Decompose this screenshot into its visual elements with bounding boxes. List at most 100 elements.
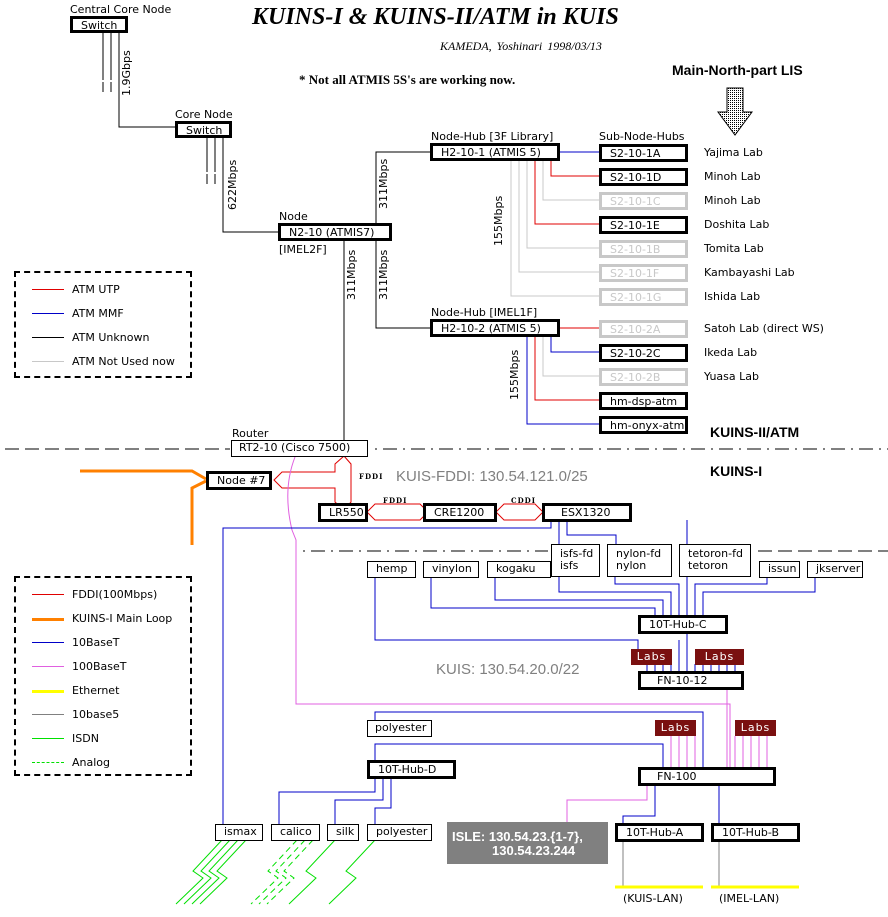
esx1320[interactable]: ESX1320 bbox=[542, 503, 632, 522]
legend-label: ATM UTP bbox=[72, 283, 120, 296]
node-n2-10[interactable]: N2-10 (ATMIS7) bbox=[278, 223, 392, 241]
sub-node-hub[interactable]: S2-10-1E bbox=[599, 216, 688, 234]
link-1c bbox=[542, 160, 599, 201]
lr550[interactable]: LR550 bbox=[318, 503, 368, 522]
hub1-caption: Node-Hub [3F Library] bbox=[431, 130, 554, 143]
link-isle bbox=[566, 784, 648, 822]
host-vinylon[interactable]: vinylon bbox=[423, 561, 479, 578]
hub-10t-a[interactable]: 10T-Hub-A bbox=[615, 823, 704, 842]
link-kogaku bbox=[494, 577, 664, 616]
imel-lan-label: (IMEL-LAN) bbox=[719, 892, 780, 905]
central-core-switch[interactable]: Switch bbox=[70, 16, 128, 33]
speed-155mbps-hub1: 155Mbps bbox=[492, 195, 505, 246]
hub2-caption: Node-Hub [IMEL1F] bbox=[431, 306, 538, 319]
host-polyester-top[interactable]: polyester bbox=[367, 720, 432, 737]
hub-h2-10-1[interactable]: H2-10-1 (ATMIS 5) bbox=[430, 143, 560, 161]
host-silk[interactable]: silk bbox=[327, 824, 359, 841]
kuis-fddi-net: KUIS-FDDI: 130.54.121.0/25 bbox=[396, 468, 588, 485]
labs-badge: Labs bbox=[695, 649, 744, 665]
hub-h2-10-2[interactable]: H2-10-2 (ATMIS 5) bbox=[430, 319, 560, 337]
host-issun[interactable]: issun bbox=[759, 561, 800, 578]
sub-node-hub[interactable]: S2-10-1C bbox=[599, 192, 688, 210]
legend-label: Analog bbox=[72, 756, 111, 769]
sub-node-hub[interactable]: S2-10-1B bbox=[599, 240, 688, 258]
sub-node-hub[interactable]: S2-10-2A bbox=[599, 320, 688, 338]
link-hemp bbox=[374, 577, 639, 656]
speed-311mbps-router: 311Mbps bbox=[345, 249, 358, 300]
router-caption: Router bbox=[232, 427, 269, 440]
core-node-caption: Core Node bbox=[175, 108, 233, 121]
host-kogaku[interactable]: kogaku bbox=[487, 561, 551, 578]
legend-label: ATM Unknown bbox=[72, 331, 150, 344]
lab-name: Yajima Lab bbox=[704, 146, 763, 159]
isdn-lines bbox=[175, 839, 376, 905]
link-hubd-fn100 bbox=[374, 743, 664, 768]
sub-node-hub[interactable]: S2-10-2C bbox=[599, 344, 688, 362]
link-polyester-bottom bbox=[374, 777, 392, 824]
lab-name: Minoh Lab bbox=[704, 194, 761, 207]
legend-swatch bbox=[32, 337, 64, 338]
hub-10t-b[interactable]: 10T-Hub-B bbox=[711, 823, 800, 842]
link-polyester-top bbox=[374, 711, 704, 768]
hub-10t-d[interactable]: 10T-Hub-D bbox=[367, 760, 456, 779]
lab-name: Ishida Lab bbox=[704, 290, 761, 303]
sub-node-hub[interactable]: S2-10-1F bbox=[599, 264, 688, 282]
sub-node-hub[interactable]: S2-10-2B bbox=[599, 368, 688, 386]
link-huba bbox=[622, 784, 656, 824]
host-jkserver[interactable]: jkserver bbox=[807, 561, 863, 578]
fn-100[interactable]: FN-100 bbox=[638, 767, 776, 786]
legend-swatch bbox=[32, 690, 64, 693]
legend-label: ISDN bbox=[72, 732, 99, 745]
lab-name: Tomita Lab bbox=[704, 242, 764, 255]
host-hemp[interactable]: hemp bbox=[367, 561, 416, 578]
labs-badge: Labs bbox=[735, 720, 776, 736]
node-7[interactable]: Node #7 bbox=[206, 471, 272, 490]
fddi-tag: FDDI bbox=[359, 472, 384, 481]
node-location: [IMEL2F] bbox=[279, 243, 327, 256]
link-silk bbox=[334, 777, 384, 824]
main-loop bbox=[190, 479, 207, 545]
legend-swatch bbox=[32, 762, 64, 763]
link-calico bbox=[278, 777, 376, 824]
sub-node-hub[interactable]: hm-onyx-atm bbox=[599, 416, 688, 434]
host-calico[interactable]: calico bbox=[271, 824, 320, 841]
link-dsp bbox=[534, 336, 599, 401]
link-onyx bbox=[526, 336, 599, 425]
fn-10-12[interactable]: FN-10-12 bbox=[638, 671, 744, 690]
router-rt2-10[interactable]: RT2-10 (Cisco 7500) bbox=[231, 440, 368, 457]
host-ismax[interactable]: ismax bbox=[215, 824, 263, 841]
legend-swatch bbox=[32, 289, 64, 290]
legend-swatch bbox=[32, 313, 64, 314]
host-name: nylon bbox=[616, 559, 647, 572]
legend-label: 100BaseT bbox=[72, 660, 127, 673]
link-1e bbox=[534, 160, 599, 225]
legend-label: ATM Not Used now bbox=[72, 355, 175, 368]
sub-node-hub[interactable]: S2-10-1G bbox=[599, 288, 688, 306]
sub-node-hub[interactable]: S2-10-1D bbox=[599, 168, 688, 186]
kuins2-section-label: KUINS-II/ATM bbox=[710, 424, 800, 440]
sub-hubs-caption: Sub-Node-Hubs bbox=[599, 130, 685, 143]
link-622mbps bbox=[222, 137, 278, 233]
sub-node-hub[interactable]: hm-dsp-atm bbox=[599, 392, 688, 410]
link-nylon-hub bbox=[614, 575, 680, 616]
host-name-fd: nylon-fd bbox=[616, 547, 662, 560]
host-polyester[interactable]: polyester bbox=[367, 824, 432, 841]
cddi-tag: CDDI bbox=[511, 496, 536, 505]
down-arrow-icon bbox=[717, 87, 753, 136]
sub-node-hub[interactable]: S2-10-1A bbox=[599, 144, 688, 162]
link-1d bbox=[550, 160, 599, 177]
cre1200[interactable]: CRE1200 bbox=[423, 503, 497, 522]
kuins1-section-label: KUINS-I bbox=[710, 463, 763, 479]
link-jkserver bbox=[702, 577, 816, 616]
hub-10t-c[interactable]: 10T-Hub-C bbox=[638, 615, 728, 634]
labs-badge: Labs bbox=[631, 649, 672, 665]
labs-badge: Labs bbox=[655, 720, 696, 736]
link-node-hub2 bbox=[375, 241, 430, 329]
core-node-switch[interactable]: Switch bbox=[175, 121, 232, 138]
isle-network: ISLE: 130.54.23.{1-7}, 130.54.23.244 bbox=[447, 822, 608, 864]
